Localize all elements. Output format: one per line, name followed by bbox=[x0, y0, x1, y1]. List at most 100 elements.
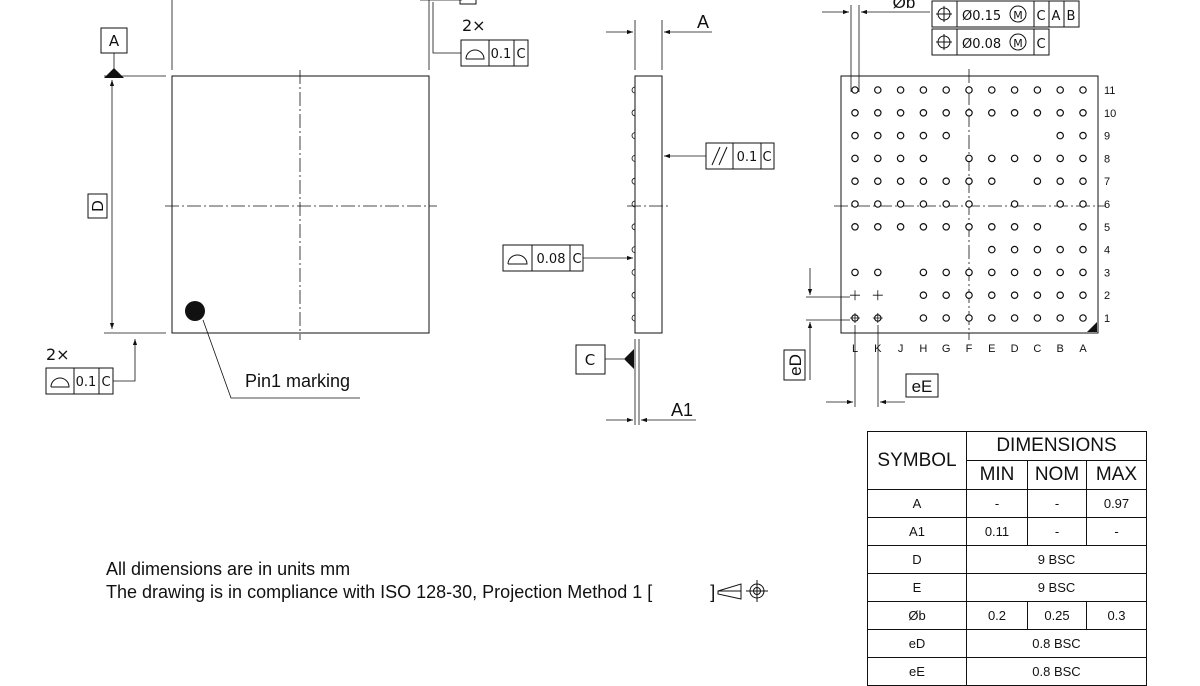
solder-ball bbox=[1010, 200, 1019, 208]
solder-ball bbox=[896, 200, 905, 208]
datum-c-label: C bbox=[585, 351, 595, 369]
solder-ball bbox=[896, 131, 905, 140]
solder-ball bbox=[1079, 314, 1087, 322]
nom-cell: - bbox=[1027, 517, 1087, 546]
solder-ball bbox=[942, 314, 951, 322]
pin1-marker bbox=[185, 301, 205, 321]
max-cell: 0.3 bbox=[1086, 601, 1147, 630]
max-cell: - bbox=[1086, 517, 1147, 546]
solder-ball bbox=[851, 200, 859, 208]
symbol-cell: A1 bbox=[867, 517, 967, 546]
solder-ball bbox=[851, 177, 859, 186]
svg-text:C: C bbox=[1036, 37, 1045, 52]
solder-ball bbox=[851, 86, 859, 94]
solder-ball bbox=[896, 109, 905, 117]
a-dimension-label: A bbox=[697, 12, 709, 32]
solder-ball bbox=[1056, 109, 1065, 117]
svg-text:Ø0.08: Ø0.08 bbox=[962, 37, 1001, 52]
svg-text:0.1: 0.1 bbox=[76, 375, 97, 390]
solder-ball bbox=[1056, 314, 1065, 322]
solder-ball bbox=[965, 154, 973, 163]
solder-ball bbox=[942, 268, 951, 277]
solder-ball bbox=[965, 200, 973, 208]
solder-ball bbox=[987, 268, 996, 277]
solder-ball bbox=[1079, 86, 1087, 94]
solder-ball bbox=[1056, 291, 1065, 300]
solder-ball bbox=[1010, 86, 1019, 94]
dimensions-header: DIMENSIONS bbox=[966, 431, 1147, 461]
svg-text:C: C bbox=[516, 47, 525, 62]
svg-text:0.08: 0.08 bbox=[537, 252, 566, 267]
solder-ball bbox=[1079, 245, 1087, 254]
symbol-cell: eE bbox=[867, 657, 967, 686]
row-label: 1 bbox=[1104, 313, 1110, 325]
symbol-header: SYMBOL bbox=[867, 431, 967, 490]
column-label: B bbox=[1057, 343, 1064, 355]
svg-text:B: B bbox=[1067, 9, 1076, 24]
column-label: D bbox=[1011, 343, 1019, 355]
solder-ball bbox=[851, 109, 859, 117]
solder-ball bbox=[851, 268, 859, 277]
row-label: 9 bbox=[1104, 131, 1110, 143]
solder-ball bbox=[987, 245, 996, 254]
d-dimension-label: D bbox=[90, 200, 107, 212]
side-ball bbox=[631, 86, 636, 94]
solder-ball bbox=[987, 109, 996, 117]
row-label: 3 bbox=[1104, 267, 1110, 279]
solder-ball bbox=[1033, 177, 1042, 186]
solder-ball bbox=[919, 200, 928, 208]
row-label: 8 bbox=[1104, 153, 1110, 165]
solder-ball bbox=[1033, 268, 1042, 277]
solder-ball bbox=[1056, 154, 1065, 163]
solder-ball bbox=[896, 154, 905, 163]
symbol-cell: D bbox=[867, 545, 967, 574]
note-iso: The drawing is in compliance with ISO 12… bbox=[106, 582, 716, 602]
nom-cell: - bbox=[1027, 489, 1087, 518]
solder-ball bbox=[1079, 200, 1087, 208]
solder-ball bbox=[1079, 223, 1087, 231]
solder-ball bbox=[851, 131, 859, 140]
solder-ball bbox=[1010, 268, 1019, 277]
solder-ball bbox=[896, 177, 905, 186]
solder-ball bbox=[942, 131, 951, 140]
solder-ball bbox=[873, 131, 882, 140]
solder-ball bbox=[987, 291, 996, 300]
ob-label: Øb bbox=[893, 0, 916, 12]
svg-text:0.1: 0.1 bbox=[491, 47, 512, 62]
solder-ball bbox=[1033, 291, 1042, 300]
solder-ball bbox=[1056, 131, 1065, 140]
row-label: 7 bbox=[1104, 176, 1110, 188]
column-label: C bbox=[1033, 343, 1041, 355]
solder-ball bbox=[873, 109, 882, 117]
top-view: Pin1 marking D A 2× 0.1 C 2× 0.1 C bbox=[45, 0, 529, 399]
side-ball bbox=[631, 314, 636, 322]
solder-ball bbox=[873, 86, 882, 94]
solder-ball bbox=[965, 291, 973, 300]
solder-ball bbox=[851, 223, 859, 231]
solder-ball bbox=[1056, 268, 1065, 277]
solder-ball bbox=[987, 177, 996, 186]
solder-ball bbox=[1033, 223, 1042, 231]
package-outline-bottom bbox=[840, 75, 1099, 334]
note-units: All dimensions are in units mm bbox=[106, 559, 351, 579]
solder-ball bbox=[1033, 314, 1042, 322]
solder-ball bbox=[1010, 223, 1019, 231]
svg-text:C: C bbox=[1036, 9, 1045, 24]
svg-text:M: M bbox=[1013, 9, 1023, 22]
package-outline-side bbox=[634, 75, 663, 334]
max-cell: 0.97 bbox=[1086, 489, 1147, 518]
solder-ball bbox=[987, 86, 996, 94]
ball-crosshair bbox=[872, 290, 883, 301]
row-label: 4 bbox=[1104, 245, 1110, 257]
solder-ball bbox=[942, 200, 951, 208]
symbol-cell: Øb bbox=[867, 601, 967, 630]
svg-text:A: A bbox=[1052, 9, 1061, 24]
table-row: A--0.97 bbox=[867, 489, 1147, 518]
side-ball bbox=[631, 223, 636, 231]
span-value-cell: 0.8 BSC bbox=[966, 657, 1147, 686]
